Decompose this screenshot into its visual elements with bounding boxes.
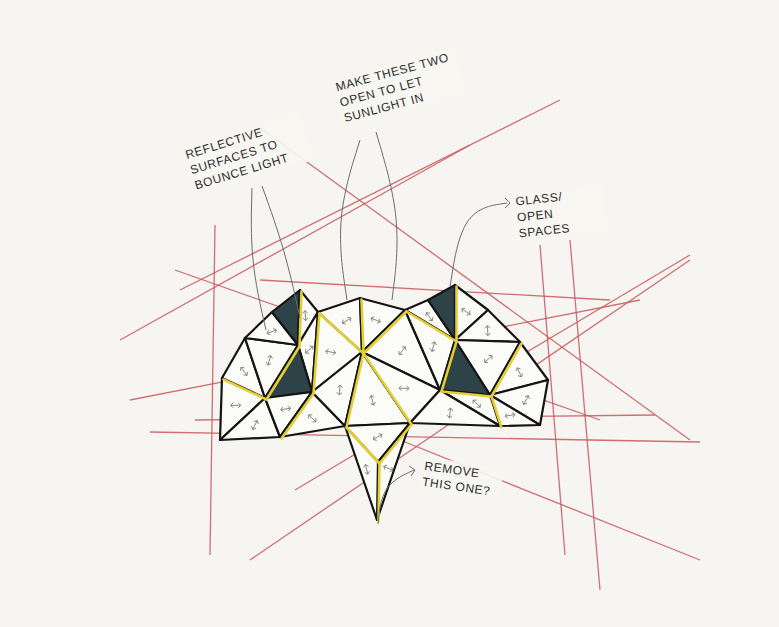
leader-arrowhead — [409, 466, 415, 476]
leader-arrowhead — [505, 198, 510, 208]
light-arrow — [326, 349, 336, 355]
light-arrow — [371, 317, 380, 324]
leader-lines — [251, 132, 507, 524]
highlight-edge — [492, 344, 522, 397]
construction-line — [260, 128, 690, 440]
light-arrow — [231, 403, 241, 408]
light-arrow — [399, 347, 406, 355]
light-arrow — [399, 386, 409, 391]
light-arrow — [505, 412, 515, 418]
light-arrow — [364, 464, 370, 474]
light-arrow — [447, 408, 453, 418]
light-arrow — [462, 308, 470, 315]
leader-line — [341, 140, 360, 300]
highlight-edge — [407, 312, 457, 342]
roof-facets — [220, 285, 548, 520]
light-arrow — [342, 317, 351, 324]
leader-line — [378, 470, 414, 524]
light-arrow — [252, 421, 259, 430]
light-arrow — [306, 346, 313, 353]
highlight-edge — [442, 342, 457, 392]
highlight-edge — [492, 397, 502, 428]
light-arrow — [267, 328, 276, 334]
highlight-edge — [314, 314, 320, 394]
light-arrow — [430, 342, 436, 352]
leader-heads — [409, 198, 510, 476]
handwritten-note: MAKE THESE TWO OPEN TO LET SUNLIGHT IN — [331, 46, 468, 128]
highlight-edge — [267, 347, 300, 400]
reflective-facet — [318, 298, 362, 352]
light-arrow — [240, 367, 247, 375]
light-arrows — [231, 308, 530, 474]
leader-line — [376, 132, 397, 300]
light-arrow — [485, 355, 493, 362]
handwritten-note: GLASS/ OPEN SPACES — [512, 183, 609, 243]
handwritten-note: REFLECTIVE SURFACES TO BOUNCE LIGHT — [180, 111, 314, 196]
light-arrow — [373, 434, 382, 441]
construction-line — [400, 440, 700, 560]
handwritten-note: REMOVE THIS ONE? — [418, 456, 504, 501]
light-arrow — [266, 356, 272, 366]
highlight-edges — [224, 287, 522, 522]
leader-line — [251, 188, 266, 330]
light-arrow — [281, 406, 291, 412]
reflective-facet — [455, 310, 520, 342]
reflective-facet — [410, 390, 500, 426]
light-arrow — [473, 400, 480, 407]
highlight-edge — [224, 380, 267, 400]
highlight-edge — [455, 287, 458, 342]
highlight-edge — [364, 354, 412, 425]
reflective-facet — [345, 426, 378, 520]
light-arrow — [337, 385, 342, 395]
highlight-edge — [347, 354, 364, 428]
light-arrow — [369, 396, 375, 406]
construction-line — [250, 260, 690, 560]
light-arrow — [303, 311, 308, 321]
highlight-edge — [364, 312, 407, 354]
highlight-edge — [442, 392, 492, 397]
light-arrow — [485, 326, 490, 336]
highlight-edge — [347, 428, 380, 464]
highlight-edge — [380, 425, 412, 464]
construction-lines — [120, 100, 700, 590]
highlight-edge — [362, 300, 364, 354]
light-arrow — [523, 396, 530, 405]
reflective-facet — [377, 423, 410, 520]
construction-line — [180, 100, 560, 290]
glass-facet — [440, 340, 490, 395]
light-arrow — [384, 465, 393, 472]
light-arrow — [426, 313, 433, 321]
light-arrow — [309, 415, 316, 422]
leader-line — [262, 186, 300, 318]
leader-line — [450, 203, 507, 287]
highlight-edge — [320, 314, 364, 354]
light-arrow — [516, 368, 523, 377]
highlight-edge — [300, 292, 302, 347]
